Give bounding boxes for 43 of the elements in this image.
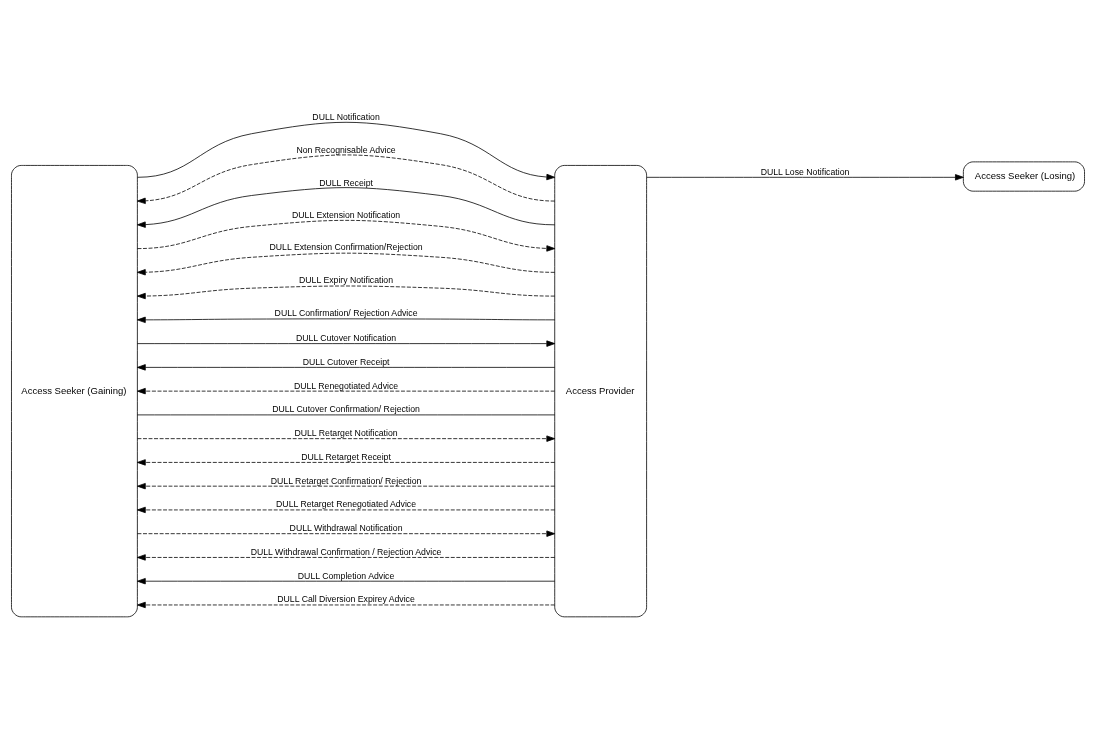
arrow xyxy=(137,553,556,561)
edge-label: DULL Confirmation/ Rejection Advice xyxy=(274,307,418,318)
edge-label: DULL Call Diversion Expirey Advice xyxy=(277,593,415,604)
edge-label: DULL Receipt xyxy=(319,177,373,188)
arrow xyxy=(137,252,556,275)
edge-label: DULL Lose Notification xyxy=(760,166,850,177)
edge-label: DULL Expiry Notification xyxy=(299,274,394,285)
edge-label: DULL Retarget Notification xyxy=(294,427,398,438)
edge-label: DULL Cutover Notification xyxy=(295,332,397,343)
edge-label: DULL Extension Confirmation/Rejection xyxy=(269,241,423,252)
edge-label: Non Recognisable Advice xyxy=(296,144,396,155)
arrow xyxy=(137,387,556,394)
edge-label: DULL Retarget Renegotiated Advice xyxy=(276,498,417,509)
connector xyxy=(137,414,556,415)
arrow xyxy=(137,219,556,252)
node-box: Access Seeker (Losing) xyxy=(962,160,1085,192)
edge-label: DULL Withdrawal Confirmation / Rejection Advice xyxy=(250,546,442,557)
arrow xyxy=(137,339,556,347)
arrow xyxy=(137,154,556,204)
arrow xyxy=(137,458,556,466)
edge-label: DULL Withdrawal Notification xyxy=(289,522,403,533)
edge-label: DULL Retarget Receipt xyxy=(301,451,391,462)
arrow xyxy=(137,186,556,228)
edge-label: DULL Completion Advice xyxy=(297,570,395,581)
arrow xyxy=(137,285,556,299)
arrow xyxy=(137,363,556,371)
edge-label: DULL Extension Notification xyxy=(292,209,401,220)
edge-label: DULL Cutover Receipt xyxy=(302,356,390,367)
edge-label: DULL Renegotiated Advice xyxy=(293,380,399,391)
arrow xyxy=(137,435,556,442)
arrow xyxy=(137,577,556,584)
arrow xyxy=(137,482,556,489)
arrow xyxy=(137,601,556,608)
arrow xyxy=(137,316,556,323)
arrow xyxy=(137,506,556,513)
edge-label: DULL Retarget Confirmation/ Rejection xyxy=(270,475,422,486)
node-box: Access Seeker (Gaining) xyxy=(11,164,138,617)
node-box: Access Provider xyxy=(554,164,647,617)
arrow xyxy=(137,121,556,180)
arrow xyxy=(137,530,556,537)
edge-label: DULL Notification xyxy=(312,111,380,122)
arrow xyxy=(646,173,964,180)
edge-label: DULL Cutover Confirmation/ Rejection xyxy=(272,403,420,414)
